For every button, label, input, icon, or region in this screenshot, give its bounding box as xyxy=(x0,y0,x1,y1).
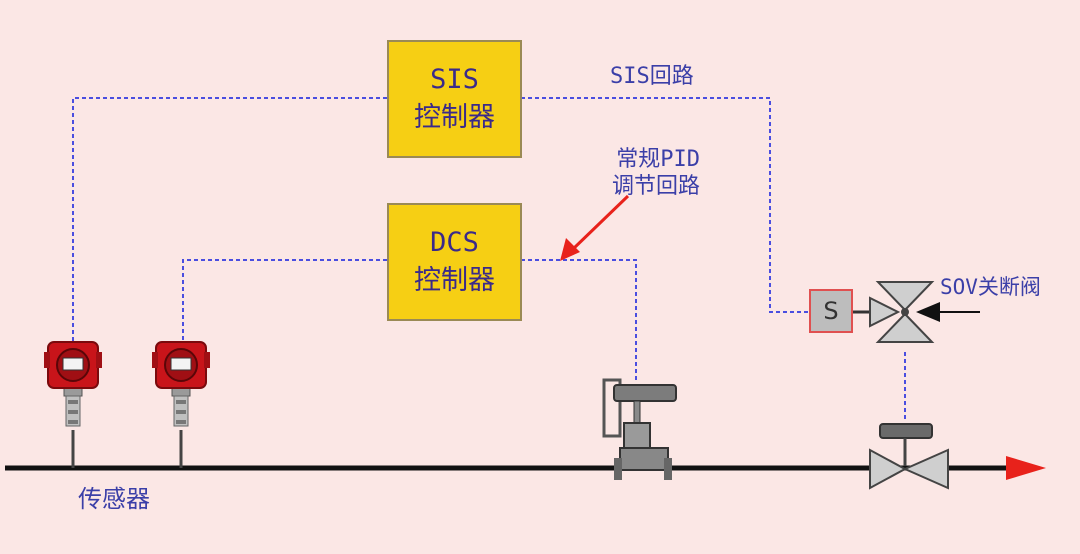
sis-controller-box: SIS 控制器 xyxy=(387,40,522,158)
pressure-transmitter-2 xyxy=(152,341,210,468)
dcs-controller-line2: 控制器 xyxy=(414,265,495,296)
control-valve xyxy=(602,378,677,480)
sis-controller-line2: 控制器 xyxy=(414,102,495,133)
dcs-controller-line1: DCS xyxy=(430,227,479,258)
dcs-signal-line-to-control-valve xyxy=(521,259,637,380)
sov-valve-label: SOV关断阀 xyxy=(940,275,1041,299)
sis-controller-line1: SIS xyxy=(430,64,479,95)
pid-loop-label-line1: 常规PID xyxy=(616,147,700,172)
pid-loop-label-line2: 调节回路 xyxy=(611,174,700,199)
pressure-transmitter-1 xyxy=(44,341,102,468)
dcs-signal-line-to-sensor xyxy=(182,259,387,342)
pid-loop-label: 常规PID 调节回路 xyxy=(588,146,700,200)
sis-signal-line-to-solenoid xyxy=(521,97,809,313)
sov-exhaust-arrow xyxy=(916,302,940,322)
sensor-label: 传感器 xyxy=(78,485,150,513)
dcs-controller-box: DCS 控制器 xyxy=(387,203,522,321)
pid-pointer-arrow-head xyxy=(560,238,580,261)
solenoid-box: S xyxy=(809,289,853,333)
shutdown-valve xyxy=(869,423,949,490)
flow-arrow xyxy=(1006,456,1046,480)
pid-pointer-arrow-shaft xyxy=(570,194,630,252)
sis-signal-line-to-sensor xyxy=(72,97,387,342)
sov-three-way-valve xyxy=(853,281,980,343)
sis-loop-label: SIS回路 xyxy=(610,64,694,89)
